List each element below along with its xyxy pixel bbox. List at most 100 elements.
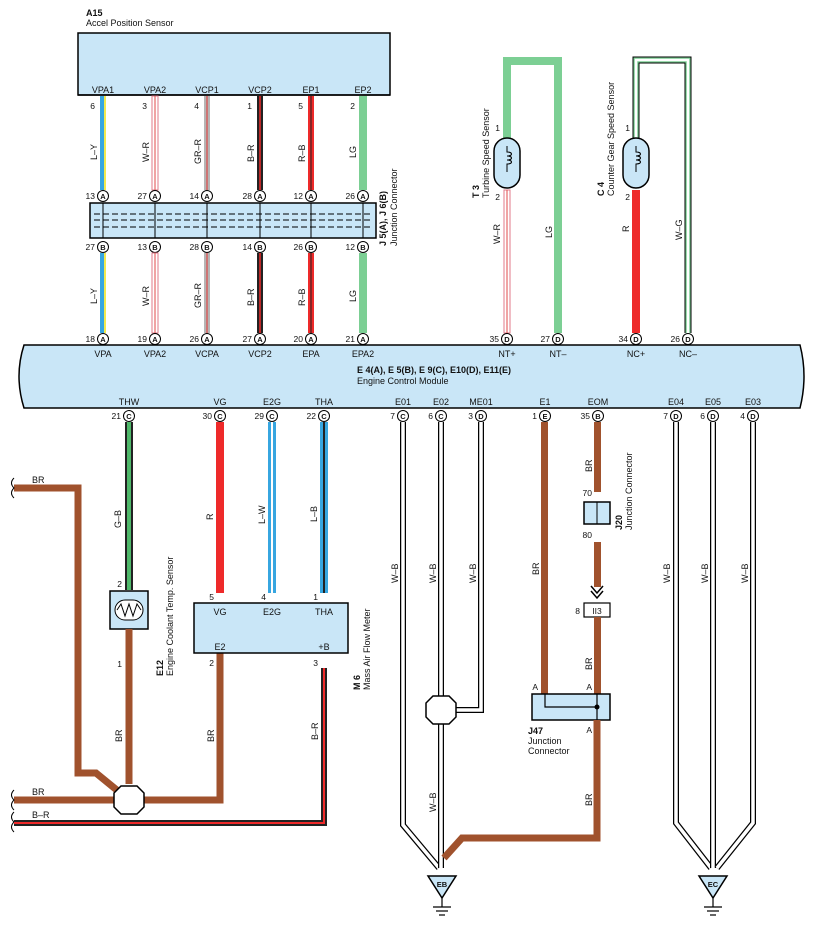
svg-text:35: 35 (490, 334, 500, 344)
svg-text:EOM: EOM (588, 397, 609, 407)
svg-text:12: 12 (346, 242, 356, 252)
a15-pin-label: VPA1 (92, 85, 114, 95)
svg-text:7: 7 (390, 411, 395, 421)
svg-text:E02: E02 (433, 397, 449, 407)
svg-text:4: 4 (261, 592, 266, 602)
j47-name: Connector (528, 746, 570, 756)
svg-text:VG: VG (213, 397, 226, 407)
svg-text:D: D (478, 412, 484, 421)
svg-text:E2: E2 (214, 642, 225, 652)
wire-label: R (621, 225, 631, 232)
wire-e04-wb (673, 422, 714, 870)
svg-text:3: 3 (313, 658, 318, 668)
wire-tha-lb (320, 422, 328, 593)
j20-pin-bottom: 80 (583, 530, 593, 540)
svg-text:E2G: E2G (263, 607, 281, 617)
wire-label: B–R (246, 144, 256, 162)
wire-label: B–R (310, 722, 320, 740)
svg-text:14: 14 (190, 191, 200, 201)
ecm-name: Engine Control Module (357, 376, 449, 386)
svg-text:C: C (400, 412, 406, 421)
a15-pin-num: 3 (142, 101, 147, 111)
svg-text:1: 1 (532, 411, 537, 421)
svg-text:VPA2: VPA2 (144, 349, 166, 359)
wire-label: B–R (32, 810, 50, 820)
svg-text:E03: E03 (745, 397, 761, 407)
m6-name: Mass Air Flow Meter (362, 608, 372, 690)
svg-text:27: 27 (243, 334, 253, 344)
ecm-code: E 4(A), E 5(B), E 9(C), E10(D), E11(E) (357, 365, 511, 375)
svg-text:NC–: NC– (679, 349, 697, 359)
wire-vcp2-upper (257, 96, 263, 190)
svg-text:E2G: E2G (263, 397, 281, 407)
svg-text:C: C (438, 412, 444, 421)
wire-t3-wr (503, 189, 511, 334)
coil-icon (506, 146, 512, 172)
m6-top-pin-nums: 5 4 1 (209, 592, 318, 602)
wire-label: W–R (492, 224, 502, 245)
c4-sensor (622, 137, 650, 189)
svg-text:B: B (360, 243, 366, 252)
wire-label: W–B (700, 563, 710, 583)
svg-text:A: A (100, 335, 106, 344)
m6-box (193, 602, 349, 654)
j47-pin: A (586, 682, 592, 692)
svg-text:C: C (126, 412, 132, 421)
svg-text:EPA: EPA (302, 349, 319, 359)
wire-ep1-upper (308, 96, 314, 190)
wire-break-icon (11, 789, 15, 811)
a15-pin-label: VCP1 (195, 85, 219, 95)
svg-text:VPA: VPA (94, 349, 111, 359)
svg-text:E1: E1 (539, 397, 550, 407)
c4-pin2: 2 (625, 192, 630, 202)
c4-code: C 4 (596, 182, 606, 196)
svg-text:A: A (308, 192, 314, 201)
svg-text:D: D (504, 335, 510, 344)
wire-vpa2-lower (151, 252, 159, 334)
wire-label: BR (584, 459, 594, 472)
svg-text:27: 27 (86, 242, 96, 252)
svg-text:26: 26 (346, 191, 356, 201)
ecm-bottom-labels: THW VG E2G THA E01 E02 ME01 E1 EOM E04 E… (119, 397, 761, 407)
j47-code: J47 (528, 726, 543, 736)
wire-ii3-br (594, 617, 601, 695)
ecm-box (18, 344, 805, 409)
a15-code: A15 (86, 8, 103, 18)
t3-pin1: 1 (495, 123, 500, 133)
svg-text:EPA2: EPA2 (352, 349, 374, 359)
svg-text:A: A (360, 335, 366, 344)
wire-vpa1-upper (100, 96, 106, 190)
svg-text:B: B (595, 412, 601, 421)
svg-text:28: 28 (243, 191, 253, 201)
svg-text:A: A (152, 192, 158, 201)
a15-pin-label: VPA2 (144, 85, 166, 95)
wire-vpa2-upper (151, 95, 159, 191)
ground-icon (433, 898, 451, 916)
ground-eb (426, 875, 458, 900)
a15-pin-num: 4 (194, 101, 199, 111)
t3-sensor (493, 137, 521, 189)
svg-text:NT–: NT– (549, 349, 566, 359)
svg-text:3: 3 (468, 411, 473, 421)
svg-text:D: D (673, 412, 679, 421)
j20-code: J20 (614, 515, 624, 530)
svg-text:A: A (360, 192, 366, 201)
svg-text:27: 27 (541, 334, 551, 344)
wire-label: W–R (141, 142, 151, 163)
svg-text:D: D (633, 335, 639, 344)
svg-text:ME01: ME01 (469, 397, 493, 407)
wire-e2g-lw (268, 422, 276, 593)
wire-me01-wb (455, 422, 484, 713)
wire-t3-lg (503, 57, 562, 333)
c4-pin1: 1 (625, 123, 630, 133)
wire-c4-wg (632, 56, 692, 333)
wire-vcp1-upper (204, 96, 210, 190)
wire-label: BR (32, 475, 45, 485)
wire-ep2-lower (359, 253, 367, 333)
wire-label: R–B (297, 144, 307, 162)
wire-label: BR (584, 657, 594, 670)
svg-text:A: A (152, 335, 158, 344)
c4-name: Counter Gear Speed Sensor (606, 82, 616, 196)
wire-label: BR (531, 562, 541, 575)
